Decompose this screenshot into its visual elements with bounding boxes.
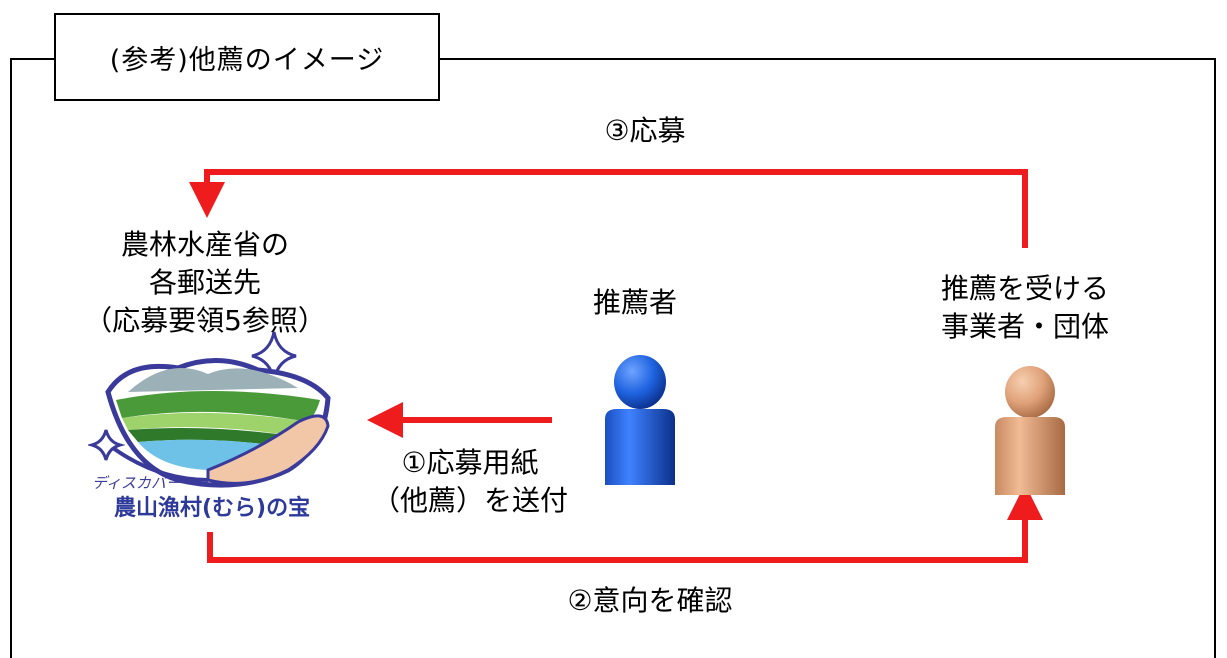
- logo-graphic: [86, 331, 331, 488]
- recipient-label: 推薦を受ける 事業者・団体: [940, 272, 1109, 343]
- step3-label: ③応募: [604, 114, 686, 147]
- logo-main-text: 農山漁村(むら)の宝: [114, 496, 311, 521]
- step2-label: ②意向を確認: [567, 584, 733, 617]
- recipient-person-icon: [995, 366, 1065, 495]
- apply-arrow: [189, 169, 1028, 248]
- diagram-title-box: (参考)他薦のイメージ: [54, 13, 440, 101]
- logo-small-text: ディスカバー: [92, 474, 181, 492]
- diagram-title: (参考)他薦のイメージ: [109, 44, 385, 76]
- discover-treasure-logo: ディスカバー 農山漁村(むら)の宝: [86, 330, 350, 530]
- step1-label: ①応募用紙 （他薦）を送付: [371, 446, 568, 517]
- recommender-label: 推薦者: [592, 286, 677, 319]
- recommender-person-icon: [605, 355, 675, 485]
- confirm-intent-arrow: [207, 484, 1043, 563]
- diagram-frame: [10, 58, 1216, 658]
- ministry-label: 農林水産省の 各郵送先 （応募要領5参照）: [84, 228, 326, 337]
